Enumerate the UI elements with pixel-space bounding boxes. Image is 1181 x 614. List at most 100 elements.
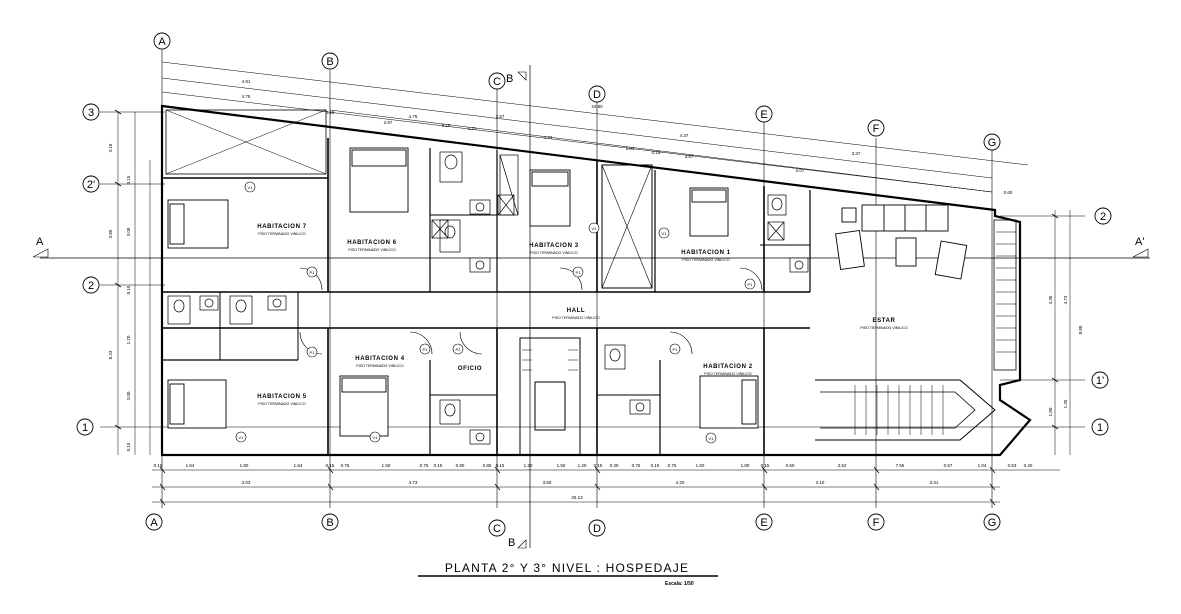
- dim-bottom-1: 0.80: [483, 463, 492, 468]
- dim-top: 2.97: [384, 120, 393, 125]
- axis-top-c: C: [493, 76, 501, 88]
- dim-bottom-2: 3.31: [930, 480, 939, 485]
- axis-top-b: B: [326, 56, 333, 68]
- axis-left-2: 2: [88, 280, 94, 292]
- window-tag: V1: [709, 436, 715, 441]
- drawing-title: PLANTA 2° Y 3° NIVEL : HOSPEDAJE: [445, 561, 689, 575]
- axis-right-2: 2: [1100, 211, 1106, 223]
- finish-note-estar: PISO TERMINADO VINILICO: [860, 326, 908, 330]
- dim-left: 1.70: [126, 335, 131, 344]
- window-tag: V1: [239, 435, 245, 440]
- tag-circles: [235, 181, 756, 444]
- axis-bottom-a: A: [150, 517, 158, 529]
- section-label-b-bottom: B: [508, 537, 515, 549]
- dim-bottom-total: 25.13: [571, 495, 583, 500]
- bed-hab3: [529, 169, 571, 227]
- axis-bottom-d: D: [593, 523, 601, 535]
- door-tag: P2: [456, 347, 462, 352]
- dim-bottom-1: 0.15: [434, 463, 443, 468]
- dim-top: 4.73: [544, 135, 553, 140]
- living-furniture: [835, 204, 968, 280]
- finish-note-hab3: PISO TERMINADO VINILICO: [530, 251, 578, 255]
- dim-top: 4.75: [242, 94, 251, 99]
- axis-right-1-prime: 1': [1096, 375, 1104, 387]
- dim-top: 3.37: [852, 151, 861, 156]
- dim-bottom-1: 0.67: [944, 463, 953, 468]
- axis-bottom-g: G: [988, 517, 997, 529]
- bed-hab5: [167, 379, 227, 429]
- dim-bottom-1: 0.15: [326, 463, 335, 468]
- axis-left-3: 3: [88, 107, 94, 119]
- dim-top: 3.57: [685, 154, 694, 159]
- axis-bubbles: [76, 32, 1112, 537]
- room-labels: HABITACION 7 PISO TERMINADO VINILICO HAB…: [257, 224, 908, 406]
- finish-note-hall: PISO TERMINADO VINILICO: [552, 316, 600, 320]
- dim-top: 0.60: [1004, 190, 1013, 195]
- finish-note-hab7: PISO TERMINADO VINILICO: [258, 232, 306, 236]
- dim-bottom-1: 0.90: [456, 463, 465, 468]
- axis-top-g: G: [988, 137, 997, 149]
- section-label-a-left: A: [36, 236, 44, 248]
- dim-bottom-1: 1.64: [186, 463, 195, 468]
- dim-top: 0.16: [442, 123, 451, 128]
- door-tag: P1: [673, 347, 679, 352]
- dim-bottom-1: 1.04: [978, 463, 987, 468]
- dim-top: 2.07: [796, 168, 805, 173]
- door-tag: P1: [748, 282, 754, 287]
- dim-bottom-1: 0.15: [651, 463, 660, 468]
- doors: [299, 267, 763, 355]
- axis-left-1: 1: [82, 422, 88, 434]
- dim-bottom-1: 0.15: [594, 463, 603, 468]
- dim-bottom-1: 0.40: [1024, 463, 1033, 468]
- dim-top: 1.81: [626, 146, 635, 151]
- section-label-b-top: B: [506, 73, 513, 85]
- bed-hab6: [349, 147, 409, 213]
- axis-left-2-prime: 2': [87, 179, 95, 191]
- axis-bottom-c: C: [493, 523, 501, 535]
- window-tag: V1: [662, 231, 668, 236]
- bed-hab2: [699, 375, 759, 429]
- grid-axis-lines: [100, 50, 1085, 508]
- tag-labels: P1 P1 P1 P1 P1 P2 P1 V1 V1 V1 V1 V1 V1: [239, 185, 754, 441]
- building-walls: [160, 104, 1032, 457]
- dim-bottom-1: 1.50: [696, 463, 705, 468]
- dim-top: 24.80: [591, 104, 603, 109]
- dim-left: 3.16: [108, 143, 113, 152]
- axis-bottom-e: E: [760, 517, 767, 529]
- bed-hab4: [339, 375, 389, 437]
- dim-left: 0.15: [126, 285, 131, 294]
- dim-top: 4.37: [680, 133, 689, 138]
- room-label-hab4: HABITACION 4: [355, 356, 404, 362]
- dim-bottom-1: 0.75: [341, 463, 350, 468]
- window-tag: V1: [592, 226, 598, 231]
- dim-bottom-1: 3.52: [838, 463, 847, 468]
- dim-bottom-1: 1.80: [240, 463, 249, 468]
- dim-bottom-1: 0.60: [786, 463, 795, 468]
- dim-bottom-1: 0.75: [668, 463, 677, 468]
- dim-bottom-1: 0.75: [632, 463, 641, 468]
- dim-bottom-1: 0.15: [496, 463, 505, 468]
- dim-bottom-1: 0.53: [1008, 463, 1017, 468]
- dim-right: 1.80: [1048, 407, 1053, 416]
- dim-right: 4.73: [1063, 295, 1068, 304]
- room-label-hall: HALL: [567, 308, 585, 314]
- axis-top-a: A: [158, 36, 166, 48]
- dim-left: 8.23: [108, 350, 113, 359]
- dim-bottom-1: 1.50: [557, 463, 566, 468]
- dim-bottom-1: 0.15: [154, 463, 163, 468]
- dim-right: 8.80: [1078, 325, 1083, 334]
- dim-top: 1.21: [468, 126, 477, 131]
- dim-bottom-1: 0.30: [610, 463, 619, 468]
- beds: [167, 147, 759, 437]
- finish-note-hab4: PISO TERMINADO VINILICO: [356, 364, 404, 368]
- axis-bubble-labels: A B C D E F G A B C D E F G 3 2' 2 1 2 1…: [82, 36, 1106, 535]
- door-tag: P1: [310, 270, 316, 275]
- dim-left: 3.85: [108, 229, 113, 238]
- dim-bottom-2: 3.10: [816, 480, 825, 485]
- dim-bottom-1: 0.75: [420, 463, 429, 468]
- dimension-ticks: [114, 109, 1059, 506]
- axis-top-e: E: [760, 109, 767, 121]
- drawing-scale: Escala: 1/50: [665, 581, 694, 587]
- dim-bottom-1: 1.64: [294, 463, 303, 468]
